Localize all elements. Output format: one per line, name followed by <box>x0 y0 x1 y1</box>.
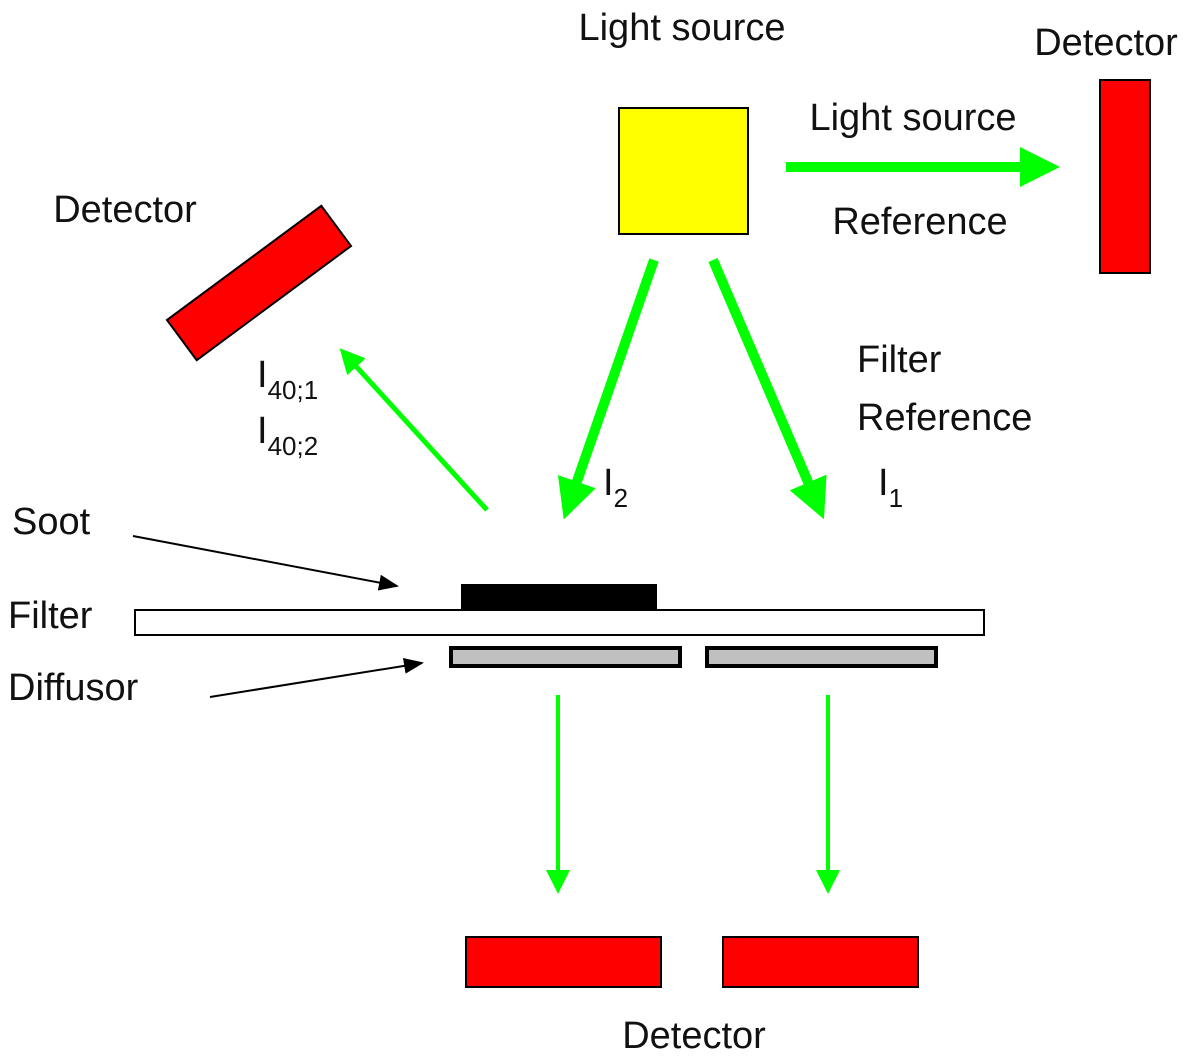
i1-sub: 1 <box>889 483 903 513</box>
i40-1-sub: 40;1 <box>268 375 319 405</box>
detector-left <box>165 204 353 362</box>
soot-pointer-arrow <box>132 535 399 591</box>
soot-layer <box>461 584 657 610</box>
diffusor-pointer-arrow <box>209 657 424 698</box>
scattered-beam-arrow <box>339 348 489 512</box>
detector-top-right-label: Detector <box>1034 22 1178 64</box>
light-source-box <box>618 107 749 235</box>
filter-reference-label-line2: Reference <box>857 397 1032 439</box>
i40-1-main: I <box>257 354 268 396</box>
filter-strip <box>134 609 985 636</box>
i2-main: I <box>603 462 614 504</box>
i40-1-label: I40;1 <box>257 354 318 405</box>
i2-sub: 2 <box>614 483 628 513</box>
diffusor-label: Diffusor <box>8 667 139 709</box>
detector-bottom-label: Detector <box>622 1015 766 1057</box>
filter-reference-label-line1: Filter <box>857 339 942 381</box>
light-source-title: Light source <box>578 7 785 49</box>
soot-label: Soot <box>12 501 91 543</box>
light-source-arrow-label: Light source <box>809 97 1016 139</box>
beam-i2-arrow <box>557 258 659 520</box>
i1-main: I <box>878 462 889 504</box>
beam-i1-arrow <box>708 258 827 520</box>
i2-label: I2 <box>603 462 628 513</box>
detector-bottom-left <box>465 936 662 988</box>
filter-label: Filter <box>8 595 93 637</box>
diffusor-right <box>705 646 938 668</box>
detector-left-label: Detector <box>53 189 197 231</box>
i1-label: I1 <box>878 462 903 513</box>
detector-top-right <box>1099 79 1151 274</box>
i40-2-main: I <box>257 410 268 452</box>
i40-2-sub: 40;2 <box>268 431 319 461</box>
reference-label: Reference <box>832 201 1007 243</box>
diffusor-left <box>449 646 682 668</box>
i40-2-label: I40;2 <box>257 410 318 461</box>
detector-bottom-right <box>722 936 919 988</box>
